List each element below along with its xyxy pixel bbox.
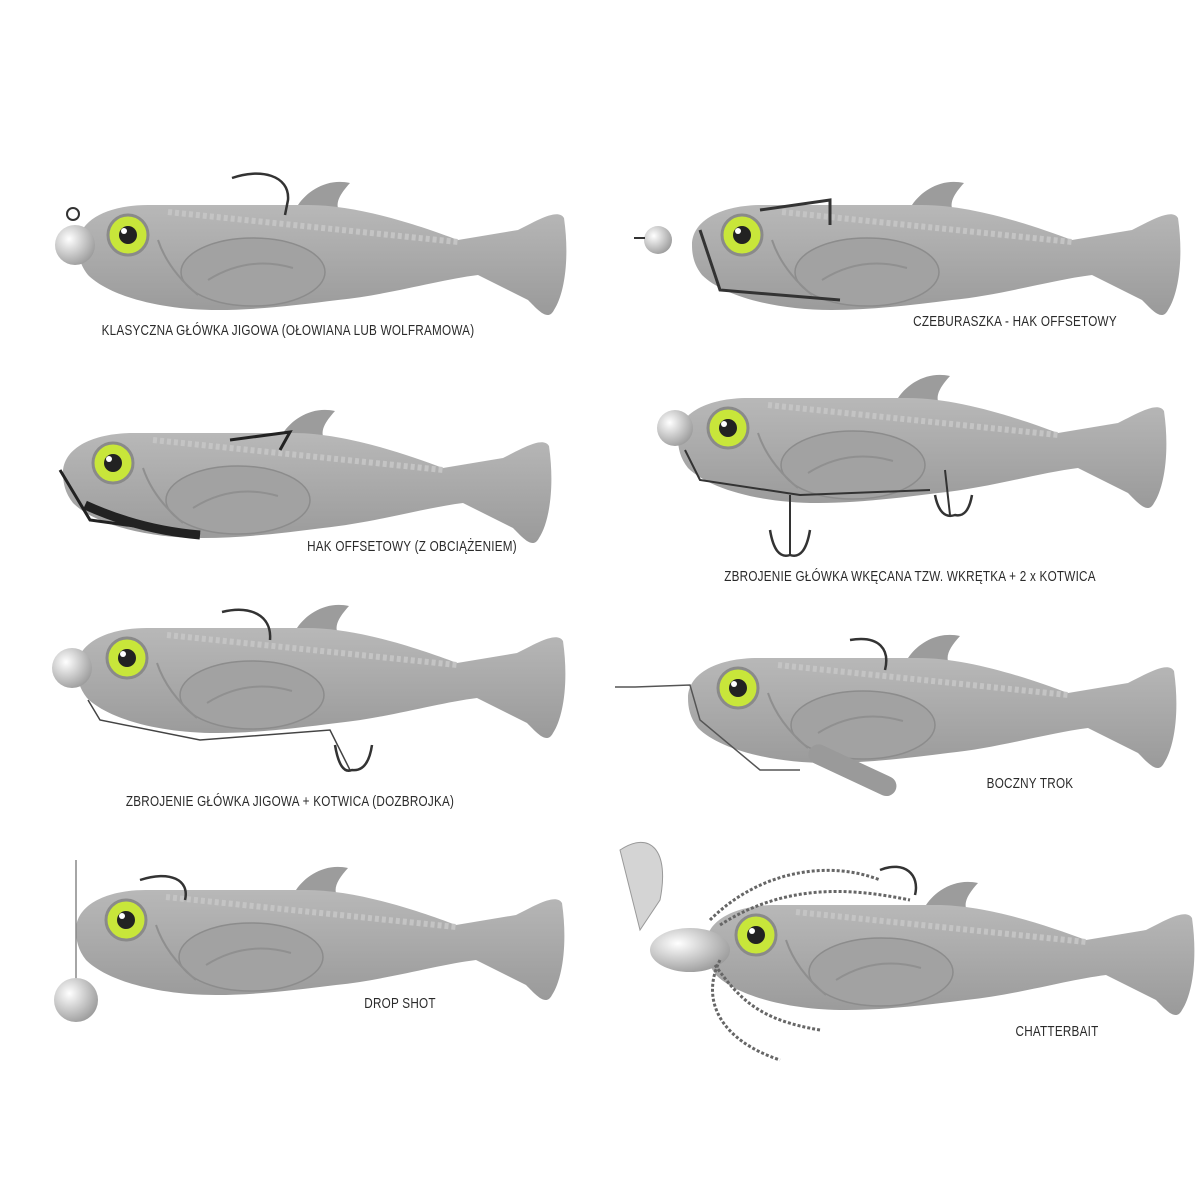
label-text: CZEBURASZKA - HAK OFFSETOWY bbox=[913, 313, 1117, 330]
lure-7-fish bbox=[76, 867, 564, 1000]
jig-head-ball-icon bbox=[52, 648, 92, 688]
hook-point-icon bbox=[879, 865, 918, 896]
hook-weight-icon bbox=[83, 500, 201, 540]
lure-label-jig-head: KLASYCZNA GŁÓWKA JIGOWA (OŁOWIANA LUB WO… bbox=[49, 322, 527, 339]
line-eye-icon bbox=[66, 207, 80, 221]
cheburashka-weight-icon bbox=[644, 226, 672, 254]
label-text: DROP SHOT bbox=[364, 995, 436, 1012]
drop-shot-weight-icon bbox=[54, 978, 98, 1022]
lure-label-cheburashka: CZEBURASZKA - HAK OFFSETOWY bbox=[884, 313, 1145, 330]
label-text: CHATTERBAIT bbox=[1015, 1023, 1099, 1040]
bullet-weight-icon bbox=[808, 744, 897, 797]
lure-1-fish bbox=[78, 182, 566, 315]
treble-hook-icon bbox=[768, 529, 812, 557]
screw-in-head-icon bbox=[657, 410, 693, 446]
hook-point-icon bbox=[849, 637, 888, 671]
treble-hook-icon bbox=[333, 744, 374, 772]
hook-point-icon bbox=[221, 608, 272, 641]
label-text: ZBROJENIE GŁÓWKA WKĘCANA TZW. WKRĘTKA + … bbox=[724, 568, 1096, 585]
label-text: ZBROJENIE GŁÓWKA JIGOWA + KOTWICA (DOZBR… bbox=[125, 793, 455, 810]
chatterbait-head-icon bbox=[650, 928, 730, 972]
lure-label-screw-in: ZBROJENIE GŁÓWKA WKĘCANA TZW. WKRĘTKA + … bbox=[672, 568, 1148, 585]
treble-hook-icon bbox=[933, 494, 974, 518]
lure-label-chatterbait: CHATTERBAIT bbox=[1004, 1023, 1110, 1040]
label-text: KLASYCZNA GŁÓWKA JIGOWA (OŁOWIANA LUB WO… bbox=[101, 322, 475, 339]
stinger-wire-icon bbox=[87, 699, 351, 771]
lure-label-weighted-offset: HAK OFFSETOWY (Z OBCIĄŻENIEM) bbox=[278, 538, 547, 555]
wire-leader-icon bbox=[684, 449, 951, 555]
lure-label-stinger: ZBROJENIE GŁÓWKA JIGOWA + KOTWICA (DOZBR… bbox=[80, 793, 501, 810]
lure-label-side-leader: BOCZNY TROK bbox=[974, 775, 1085, 792]
offset-hook-icon bbox=[698, 198, 841, 302]
hook-point-icon bbox=[231, 172, 290, 216]
lure-label-drop-shot: DROP SHOT bbox=[354, 995, 446, 1012]
lure-5-fish bbox=[77, 605, 565, 738]
jig-head-ball-icon bbox=[55, 225, 95, 265]
side-leader-line-icon bbox=[615, 684, 800, 771]
lure-6-fish bbox=[688, 635, 1176, 768]
lure-8-fish bbox=[706, 882, 1194, 1015]
label-text: BOCZNY TROK bbox=[986, 775, 1074, 792]
hook-point-icon bbox=[139, 874, 188, 901]
label-text: HAK OFFSETOWY (Z OBCIĄŻENIEM) bbox=[307, 538, 517, 555]
chatterbait-blade-icon bbox=[619, 841, 664, 932]
